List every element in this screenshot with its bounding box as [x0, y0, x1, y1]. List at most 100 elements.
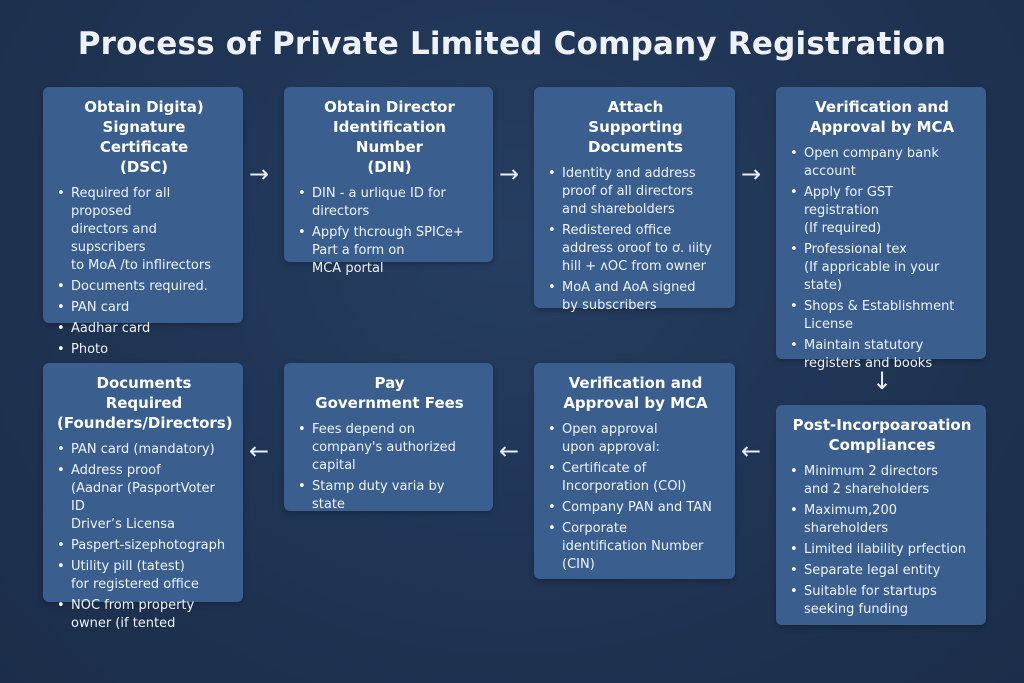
card-bullet-list: DIN - a urlique ID fordirectorsAppfy thc… — [298, 185, 481, 278]
card-bullet-item: PAN card (mandatory) — [57, 441, 231, 459]
card-bullet-line: MoA and AoA signed — [562, 280, 696, 295]
card-bullet-line: Maximum‚200 — [804, 503, 897, 518]
card-bullet-line: Paspert-sizephotograph — [71, 538, 226, 553]
card-heading-line: Pay — [374, 374, 405, 392]
card-heading-line: Obtain Digita) — [84, 98, 204, 116]
card-bullet-line: address oroof to ơ. ıiity — [562, 241, 712, 256]
card-bullet-line: hill + ᴧOC from owner — [562, 259, 706, 274]
card-heading: Obtain Digita) Signature Certificate (DSC) — [57, 97, 231, 177]
card-heading-line: Supporting Documents — [588, 118, 683, 156]
card-heading-line: Obtain Director — [324, 98, 455, 116]
card-bullet-line: Corporate — [562, 521, 627, 536]
card-bullet-line: MCA portal — [312, 261, 384, 276]
card-heading-line: Post-Incorpoaroation — [792, 416, 972, 434]
card-bullet-line: identification Number — [562, 539, 704, 554]
arrow-down-icon: ↓ — [872, 367, 893, 395]
card-obtain-dsc: Obtain Digita) Signature Certificate (DSC)… — [43, 87, 243, 380]
card-bullet-line: Professional tex — [804, 242, 907, 257]
card-bullet-item: Limited ilability prfection — [790, 541, 974, 559]
arrow-left-icon: ← — [499, 437, 520, 465]
card-bullet-line: seeking funding — [804, 602, 908, 617]
card-bullet-item: Redistered office address oroof to ơ. ıii… — [548, 222, 723, 276]
card-heading-line: Approval by MCA — [809, 118, 955, 136]
card-bullet-list: Identity and address proof of all directo… — [548, 165, 723, 315]
card-heading-line: Verification and — [815, 98, 949, 116]
card-bullet-line: by subscribers — [562, 298, 657, 313]
card-bullet-item: Utility pill (tatest)for registered offi… — [57, 558, 231, 594]
card-bullet-line: Open company bank — [804, 146, 939, 161]
card-bullet-line: (If required) — [804, 221, 882, 236]
card-bullet-line: (If appricable in your state) — [804, 260, 940, 293]
card-heading-line: Signature Certificate — [99, 118, 189, 156]
card-bullet-line: proof of all directors — [562, 184, 694, 199]
card-bullet-line: Apply for GST — [804, 185, 894, 200]
arrow-right-icon: → — [499, 160, 520, 188]
card-bullet-line: shareholders — [804, 521, 889, 536]
card-bullet-line: owner (if tented — [71, 616, 176, 631]
card-bullet-line: company's authorized — [312, 440, 456, 455]
arrow-right-icon: → — [741, 160, 762, 188]
card-bullet-line: Part a form on — [312, 243, 405, 258]
arrow-left-icon: ← — [249, 437, 270, 465]
card-bullet-list: Open company bankaccountApply for GST reg… — [790, 145, 974, 373]
card-heading-line: Government Fees — [315, 394, 464, 412]
card-bullet-item: Professional tex (If appricable in your s… — [790, 241, 974, 295]
card-bullet-line: directors and supscribers — [71, 222, 157, 255]
card-bullet-line: Certificate of — [562, 461, 647, 476]
card-bullet-item: Maximum‚200 shareholders — [790, 502, 974, 538]
card-heading-line: Identification Number — [333, 118, 446, 156]
card-bullet-line: Address proof — [71, 463, 161, 478]
card-heading-line: Approval by MCA — [563, 394, 708, 412]
card-bullet-line: Stamp duty varia by state — [312, 479, 445, 512]
card-bullet-item: MoA and AoA signed by subscribers — [548, 279, 723, 315]
card-bullet-line: NOC from property — [71, 598, 195, 613]
card-heading: Documents Required(Founders/Directors) — [57, 373, 233, 433]
card-heading-line: (Founders/Directors) — [57, 414, 233, 432]
card-bullet-line: Shops & Establishment — [804, 299, 955, 314]
card-bullet-line: Separate legal entity — [804, 563, 941, 578]
card-bullet-line: Redistered office — [562, 223, 672, 238]
card-bullet-item: Paspert-sizephotograph — [57, 537, 231, 555]
card-heading-line: (DSC) — [120, 158, 168, 176]
arrow-left-icon: ← — [741, 437, 762, 465]
card-bullet-line: registers and books — [804, 356, 933, 371]
card-bullet-line: Photo — [71, 342, 109, 357]
arrow-right-icon: → — [249, 160, 270, 188]
card-bullet-line: License — [804, 317, 854, 332]
card-bullet-line: DIN - a urlique ID for — [312, 186, 446, 201]
card-bullet-line: Suitable for startups — [804, 584, 937, 599]
card-bullet-line: Aadhar card — [71, 321, 151, 336]
card-bullet-line: Identity and address — [562, 166, 696, 181]
card-bullet-line: Incorporation (COI) — [562, 479, 687, 494]
card-bullet-line: Driver’s Licensa — [71, 517, 176, 532]
card-bullet-item: Apply for GST registration (If required) — [790, 184, 974, 238]
card-bullet-line: PAN card (mandatory) — [71, 442, 215, 457]
card-bullet-line: Open approval — [562, 422, 658, 437]
card-bullet-line: and 2 shareholders — [804, 482, 930, 497]
card-bullet-item: Address proof(Aadnar (PasportVoter IDDri… — [57, 462, 231, 534]
card-bullet-line: registration — [804, 203, 880, 218]
card-bullet-item: Aadhar card — [57, 320, 231, 338]
card-bullet-line: Company PAN and TAN — [562, 500, 712, 515]
card-bullet-item: Documents required. — [57, 278, 231, 296]
card-post-incorporation: Post-IncorpoaroationCompliancesMinimum 2… — [776, 405, 986, 625]
